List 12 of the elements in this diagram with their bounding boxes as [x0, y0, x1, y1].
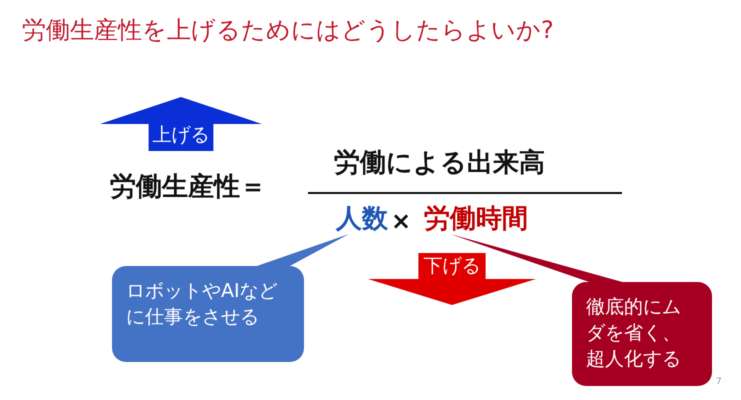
arrow-label: 下げる — [422, 254, 482, 279]
formula-text: 労働による出来高 — [334, 148, 545, 178]
multiply-sign: × — [391, 206, 412, 236]
down-arrow — [368, 253, 536, 305]
callout-bubble: 徹底的にムダを省く、超人化する — [572, 282, 712, 386]
page-number: 7 — [716, 376, 722, 388]
up-arrow — [100, 97, 262, 151]
arrow-label: 上げる — [152, 123, 210, 148]
title: 労働生産性を上げるためにはどうしたらよいか? — [22, 15, 554, 46]
formula-text: 労働生産性＝ — [110, 172, 266, 202]
formula-term: 労働時間 — [424, 204, 528, 234]
formula-term: 人数 — [336, 204, 388, 234]
